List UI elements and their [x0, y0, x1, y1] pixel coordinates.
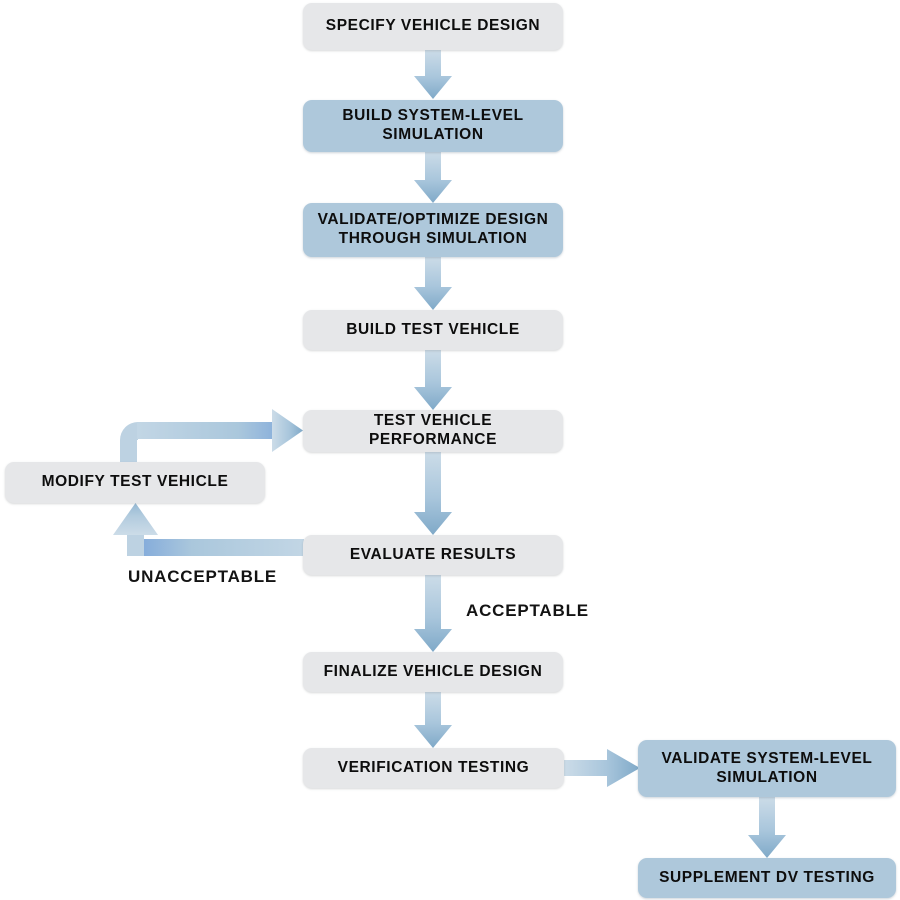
node-validate-system-level-simulation[interactable]: VALIDATE SYSTEM-LEVEL SIMULATION: [638, 740, 896, 797]
node-label: VALIDATE/OPTIMIZE DESIGN THROUGH SIMULAT…: [318, 211, 549, 249]
arrow-evaluate-results-to-modify-test-vehicle: [113, 503, 304, 556]
node-label-line-1: VALIDATE/OPTIMIZE DESIGN: [317, 211, 549, 229]
node-label-line-2: THROUGH SIMULATION: [338, 230, 528, 247]
node-label: BUILD TEST VEHICLE: [346, 320, 520, 338]
node-label-line-1: VALIDATE SYSTEM-LEVEL: [661, 749, 873, 767]
node-build-system-level-simulation[interactable]: BUILD SYSTEM-LEVEL SIMULATION: [303, 100, 563, 152]
node-label: VALIDATE SYSTEM-LEVEL SIMULATION: [662, 750, 873, 788]
arrow-evaluate-results-to-finalize-design: [414, 575, 452, 652]
node-label-line-2: SIMULATION: [716, 768, 818, 786]
arrow-validate-design-to-build-test-vehicle: [414, 257, 452, 310]
arrow-modify-test-vehicle-to-test-performance: [120, 409, 303, 465]
arrow-test-performance-to-evaluate-results: [414, 452, 452, 535]
node-validate-optimize-design[interactable]: VALIDATE/OPTIMIZE DESIGN THROUGH SIMULAT…: [303, 203, 563, 257]
node-label: BUILD SYSTEM-LEVEL SIMULATION: [342, 107, 523, 145]
node-verification-testing[interactable]: VERIFICATION TESTING: [303, 748, 564, 788]
edge-label-acceptable: ACCEPTABLE: [466, 601, 589, 620]
node-label: FINALIZE VEHICLE DESIGN: [323, 662, 543, 680]
node-label: VERIFICATION TESTING: [337, 758, 530, 776]
arrow-finalize-design-to-verification-testing: [414, 692, 452, 748]
node-label-line-2: SIMULATION: [382, 126, 484, 143]
node-supplement-dv-testing[interactable]: SUPPLEMENT DV TESTING: [638, 858, 896, 898]
node-label: EVALUATE RESULTS: [349, 545, 517, 563]
arrow-build-simulation-to-validate-design: [414, 152, 452, 203]
node-label: SPECIFY VEHICLE DESIGN: [325, 17, 541, 35]
node-label-line-1: BUILD SYSTEM-LEVEL: [342, 107, 524, 125]
arrow-validate-simulation-to-supplement-dv-testing: [748, 797, 786, 858]
edge-label-unacceptable: UNACCEPTABLE: [128, 567, 278, 586]
arrow-specify-to-build-simulation: [414, 50, 452, 99]
node-label: SUPPLEMENT DV TESTING: [659, 868, 875, 886]
arrow-build-test-vehicle-to-test-performance: [414, 350, 452, 410]
arrow-verification-testing-to-validate-simulation: [564, 749, 640, 787]
node-test-vehicle-performance[interactable]: TEST VEHICLE PERFORMANCE: [303, 410, 563, 452]
node-modify-test-vehicle[interactable]: MODIFY TEST VEHICLE: [5, 462, 265, 503]
node-finalize-vehicle-design[interactable]: FINALIZE VEHICLE DESIGN: [303, 652, 563, 692]
node-specify-vehicle-design[interactable]: SPECIFY VEHICLE DESIGN: [303, 3, 563, 50]
node-evaluate-results[interactable]: EVALUATE RESULTS: [303, 535, 563, 575]
node-build-test-vehicle[interactable]: BUILD TEST VEHICLE: [303, 310, 563, 350]
node-label: MODIFY TEST VEHICLE: [41, 473, 229, 491]
node-label: TEST VEHICLE PERFORMANCE: [368, 412, 498, 448]
